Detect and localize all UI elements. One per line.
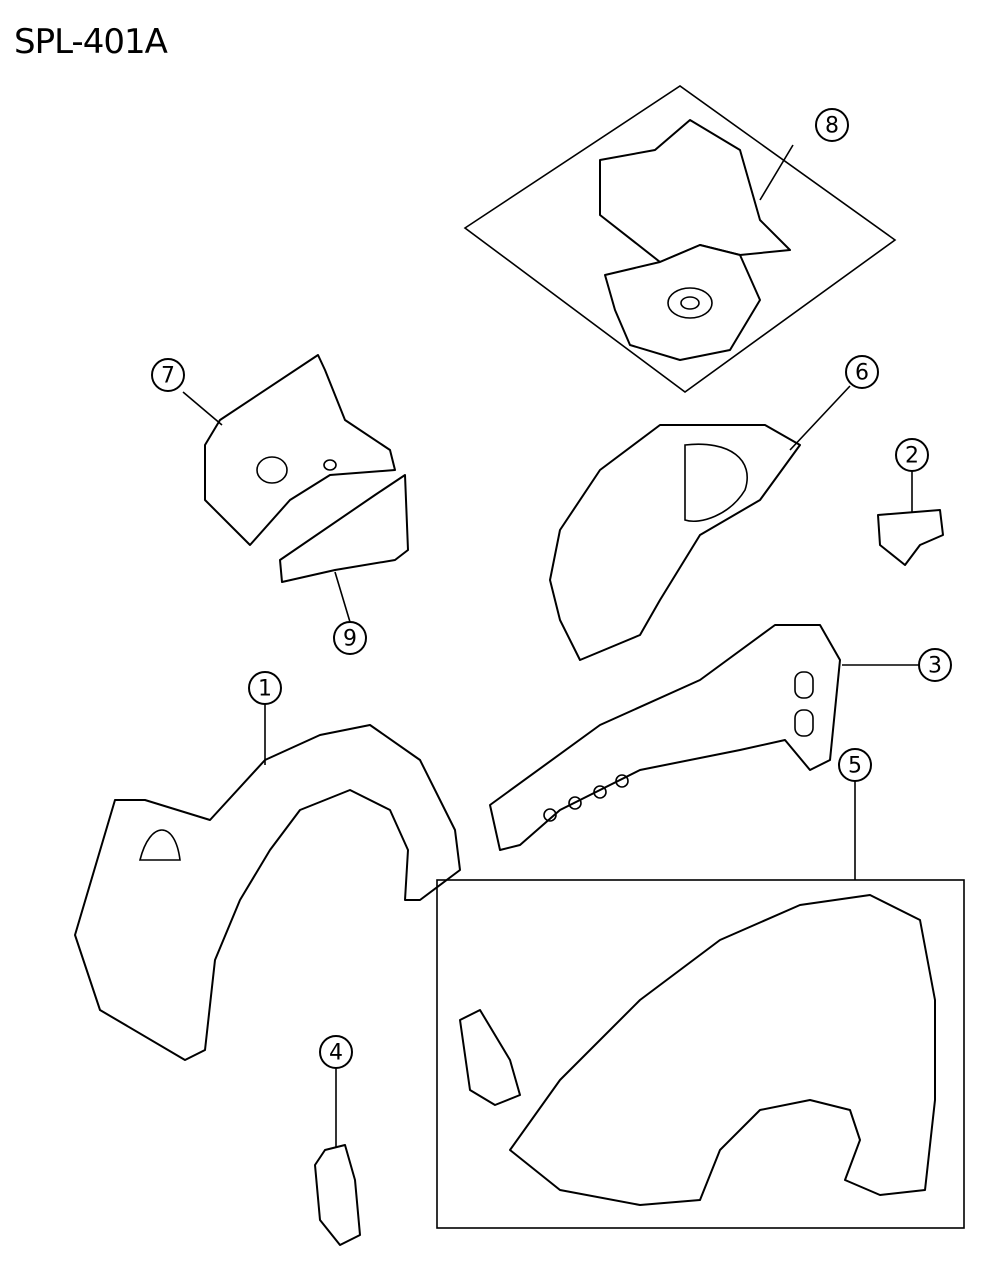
callout-7: 7	[151, 358, 185, 392]
svg-text:9: 9	[343, 627, 357, 652]
callout-4: 4	[319, 1035, 353, 1069]
svg-text:1: 1	[258, 677, 272, 702]
part-4-bracket[interactable]	[314, 1068, 361, 1246]
part-8-shock-tower[interactable]	[463, 85, 897, 393]
svg-text:4: 4	[329, 1041, 343, 1066]
svg-text:8: 8	[825, 114, 839, 139]
part-9-reinforcement[interactable]	[279, 474, 409, 623]
part-7-extension[interactable]	[182, 354, 396, 546]
callout-9: 9	[333, 621, 367, 655]
svg-text:5: 5	[848, 754, 862, 779]
part-3-frame-rail[interactable]	[489, 624, 919, 851]
part-2-bracket[interactable]	[877, 471, 944, 566]
diagram-title: SPL-401A	[14, 22, 168, 62]
callout-8: 8	[815, 108, 849, 142]
part-6-inner-fender[interactable]	[549, 385, 851, 661]
callout-5: 5	[838, 748, 872, 782]
svg-text:2: 2	[905, 444, 919, 469]
svg-text:7: 7	[161, 364, 175, 389]
callout-3: 3	[918, 648, 952, 682]
part-5-fender[interactable]	[436, 781, 965, 1229]
svg-text:3: 3	[928, 654, 942, 679]
svg-text:6: 6	[855, 361, 869, 386]
part-1-wheelhouse-liner[interactable]	[74, 704, 461, 1061]
callout-1: 1	[248, 671, 282, 705]
callout-6: 6	[845, 355, 879, 389]
callout-2: 2	[895, 438, 929, 472]
